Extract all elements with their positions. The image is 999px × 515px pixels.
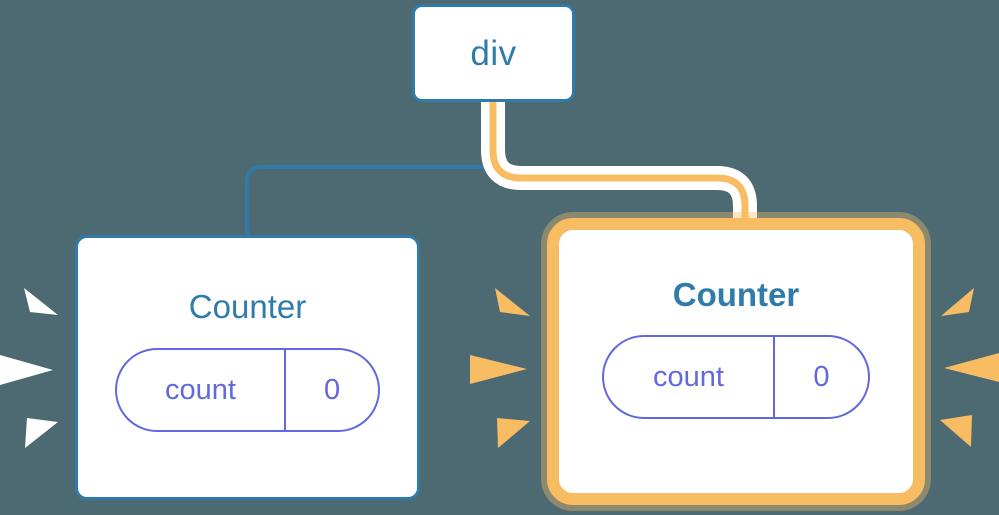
state-pill-left: count 0	[115, 348, 380, 432]
state-pill-left-key: count	[165, 373, 236, 406]
burst-ray-icon	[497, 418, 530, 448]
edge-div-to-counter-right-halo	[481, 102, 757, 232]
state-pill-right: count 0	[602, 335, 870, 419]
node-div[interactable]: div	[412, 4, 575, 102]
burst-ray-icon	[470, 355, 527, 384]
node-counter-left-title: Counter	[188, 288, 307, 325]
node-div-label: div	[470, 33, 517, 73]
node-counter-right[interactable]: Counter count 0	[547, 218, 925, 505]
burst-ray-icon	[495, 288, 530, 316]
burst-ray-icon	[25, 418, 58, 448]
burst-ray-icon	[24, 288, 58, 315]
state-pill-right-value: 0	[772, 337, 868, 417]
burst-left-card-right-orange	[470, 288, 530, 448]
burst-left-card-left-white	[0, 288, 58, 448]
state-pill-right-key: count	[653, 360, 724, 393]
burst-right-card-right-orange	[940, 288, 999, 447]
burst-ray-icon	[940, 415, 972, 447]
state-pill-left-value: 0	[284, 350, 378, 430]
burst-ray-icon	[944, 353, 999, 382]
node-counter-right-title: Counter	[672, 276, 800, 313]
edge-div-to-counter-left	[245, 102, 495, 235]
node-counter-left[interactable]: Counter count 0	[75, 235, 420, 500]
burst-ray-icon	[941, 288, 974, 316]
burst-ray-icon	[0, 355, 53, 385]
edge-div-to-counter-right	[489, 102, 749, 232]
